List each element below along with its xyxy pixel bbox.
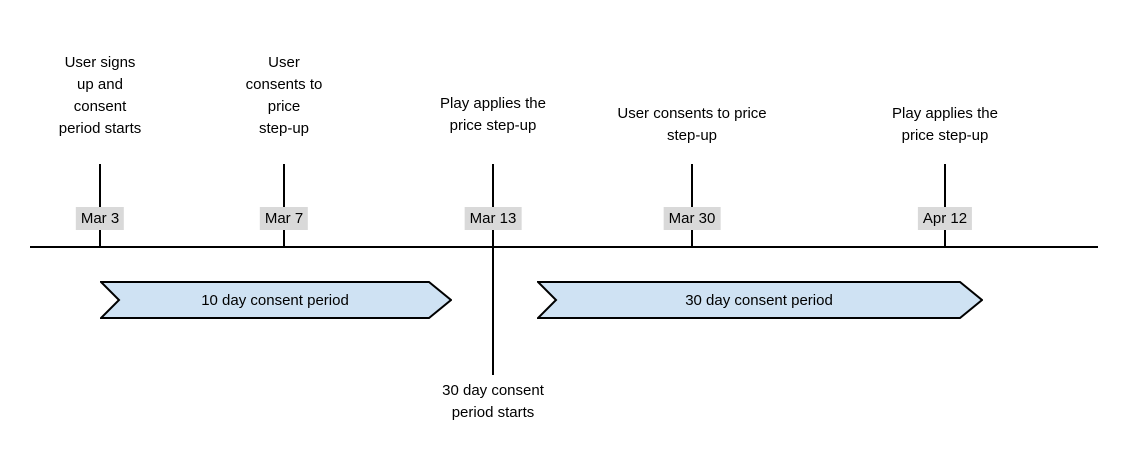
date-badge-mar13: Mar 13 (464, 207, 522, 230)
event-label-line: step-up (666, 127, 718, 144)
event-label-line: step-up (258, 120, 310, 137)
event-label-apply-2: Play applies the price step-up (892, 103, 998, 147)
event-label-line: price (267, 98, 301, 115)
event-label-line: up and (77, 76, 123, 93)
below-note-line: 30 day consent (442, 382, 544, 399)
timeline-tick-mar30 (691, 164, 693, 248)
chevron-banner-shape (537, 281, 983, 319)
event-label-line: price step-up (901, 127, 989, 144)
timeline-axis (30, 246, 1098, 248)
event-label-apply-1: Play applies the price step-up (440, 93, 546, 137)
below-note-line: period starts (451, 404, 535, 421)
event-label-line: price step-up (449, 117, 537, 134)
timeline-tick-mar7 (283, 164, 285, 248)
event-label-line: User consents to price (617, 105, 767, 122)
timeline-tick-apr12 (944, 164, 946, 248)
event-label-line: consent (73, 98, 127, 115)
date-badge-mar30: Mar 30 (663, 207, 721, 230)
event-label-signup: User signs up and consent period starts (59, 52, 142, 140)
event-label-line: User signs (64, 54, 136, 71)
event-label-line: consents to (245, 76, 323, 93)
consent-period-label-10day: 10 day consent period (201, 291, 349, 309)
date-badge-mar3: Mar 3 (75, 207, 125, 230)
event-label-line: period starts (58, 120, 142, 137)
consent-period-arrow-10day: 10 day consent period (100, 281, 452, 319)
chevron-banner-shape (100, 281, 452, 319)
timeline-tick-mar3 (99, 164, 101, 248)
timeline-tick-mar13 (492, 164, 494, 375)
consent-period-arrow-30day: 30 day consent period (537, 281, 983, 319)
date-badge-apr12: Apr 12 (917, 207, 973, 230)
consent-period-label-30day: 30 day consent period (685, 291, 833, 309)
event-label-consent-1: User consents to price step-up (246, 52, 323, 140)
below-axis-note: 30 day consent period starts (442, 380, 544, 424)
event-label-line: Play applies the (892, 105, 998, 122)
event-label-line: User (268, 54, 300, 71)
event-label-consent-2: User consents to price step-up (617, 103, 766, 147)
date-badge-mar7: Mar 7 (259, 207, 309, 230)
event-label-line: Play applies the (440, 95, 546, 112)
